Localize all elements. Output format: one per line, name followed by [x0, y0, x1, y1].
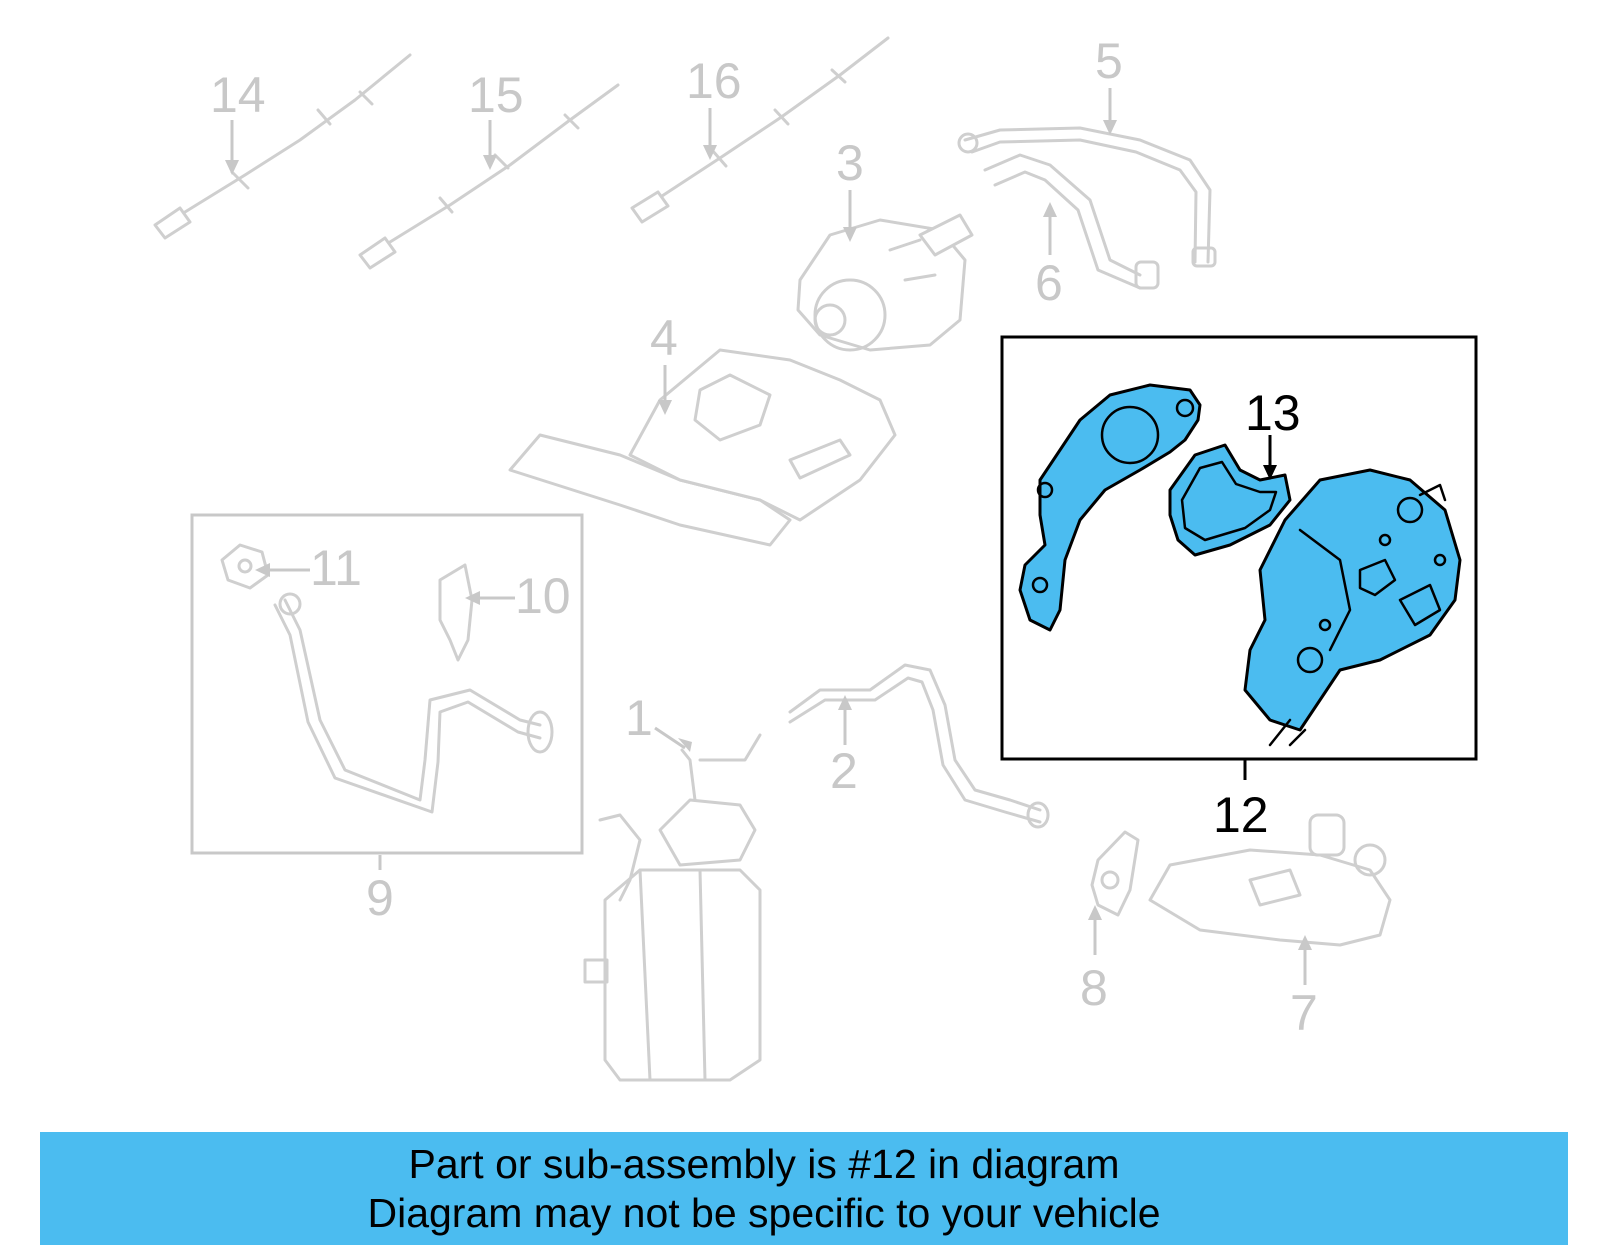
gasket-plate-12: [1018, 383, 1202, 632]
info-banner: Part or sub-assembly is #12 in diagram D…: [40, 1132, 1568, 1245]
callout-7: 7: [1290, 985, 1318, 1041]
callout-14: 14: [210, 67, 266, 123]
callout-13: 13: [1245, 385, 1301, 441]
hose-5: [957, 126, 1217, 268]
callout-8: 8: [1080, 960, 1108, 1016]
line-2: [788, 663, 1050, 829]
leader-1: [654, 726, 686, 750]
seal-13: [1168, 443, 1292, 557]
gasket-8: [1090, 830, 1140, 917]
sensor-wire-14: [153, 53, 412, 240]
cover-4: [508, 348, 897, 547]
callout-4: 4: [650, 310, 678, 366]
callout-1: 1: [625, 690, 653, 746]
group-box-9: [190, 513, 584, 855]
housing-7: [1148, 813, 1392, 947]
banner-line-1: Part or sub-assembly is #12 in diagram: [408, 1141, 1120, 1187]
leader-arrowheads: [225, 120, 1312, 950]
callout-5: 5: [1095, 33, 1123, 89]
callout-11: 11: [310, 540, 362, 596]
sensor-wire-16: [630, 36, 890, 224]
arrowhead-13: [1263, 465, 1277, 480]
sensor-wire-15: [358, 83, 620, 270]
pump-body-12: [1243, 468, 1462, 747]
group-box-12: [1000, 335, 1478, 761]
hose-6: [983, 153, 1160, 290]
callout-10: 10: [515, 568, 571, 624]
callout-9: 9: [366, 870, 394, 926]
callout-3: 3: [836, 135, 864, 191]
tube-9-assembly: [220, 543, 554, 814]
callout-16: 16: [686, 53, 742, 109]
canister-1: [583, 733, 762, 1082]
callout-15: 15: [468, 67, 524, 123]
pump-3: [796, 213, 974, 352]
callout-2: 2: [830, 743, 858, 799]
banner-line-2: Diagram may not be specific to your vehi…: [367, 1190, 1161, 1236]
callout-6: 6: [1035, 255, 1063, 311]
callout-12: 12: [1213, 787, 1269, 843]
